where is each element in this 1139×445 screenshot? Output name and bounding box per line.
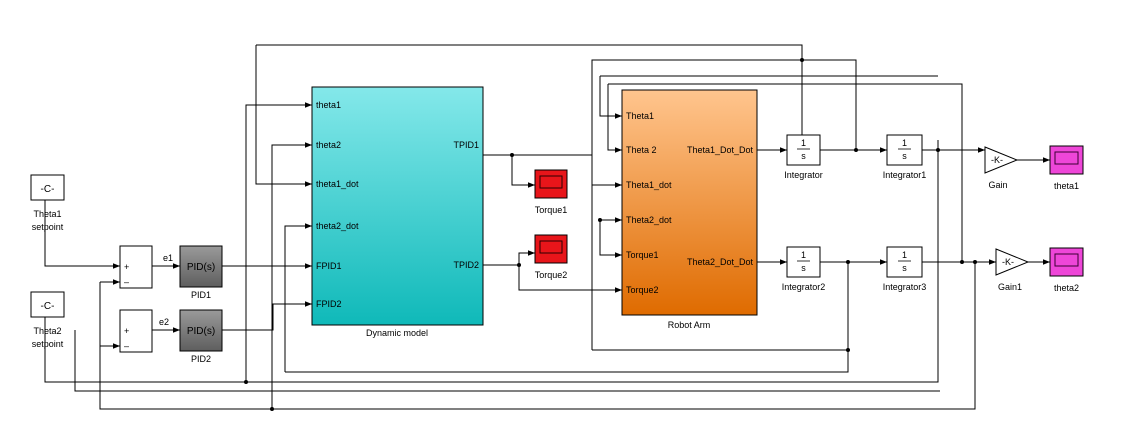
- block-label: Torque1: [535, 205, 568, 215]
- dynamic-model-input-port: theta1_dot: [316, 179, 359, 189]
- robot-arm-input-port: Torque1: [626, 250, 659, 260]
- block-label: Dynamic model: [366, 328, 428, 338]
- theta2-scope[interactable]: theta2: [1049, 247, 1084, 293]
- robot-arm-input-port: Theta1_dot: [626, 180, 672, 190]
- robot-arm-input-port: Torque2: [626, 285, 659, 295]
- dynamic-model-input-port: theta2: [316, 140, 341, 150]
- robot-arm-output-port: Theta2_Dot_Dot: [687, 257, 754, 267]
- integrator2-block[interactable]: 1 s Integrator2: [782, 246, 826, 292]
- block-label: theta1: [1054, 181, 1079, 191]
- integrator-num: 1: [902, 250, 907, 260]
- theta1-scope[interactable]: theta1: [1049, 145, 1084, 191]
- constant-value: -C-: [41, 184, 55, 195]
- block-label: Theta2: [33, 326, 61, 336]
- block-label: PID2: [191, 354, 211, 364]
- constant-value: -C-: [41, 301, 55, 312]
- sum-plus: +: [124, 326, 129, 336]
- block-label: Integrator3: [883, 282, 927, 292]
- robot-arm-input-port: Theta1: [626, 111, 654, 121]
- sum-minus: –: [124, 341, 129, 351]
- robot-arm-output-port: Theta1_Dot_Dot: [687, 145, 754, 155]
- block-label: Integrator1: [883, 170, 927, 180]
- dynamic-model-block[interactable]: theta1 theta2 theta1_dot theta2_dot FPID…: [311, 86, 484, 338]
- dynamic-model-input-port: FPID2: [316, 299, 342, 309]
- block-label: Gain1: [998, 282, 1022, 292]
- sum-block-1[interactable]: + –: [119, 245, 153, 289]
- signal-label-e1: e1: [163, 253, 173, 263]
- gain-symbol: -K-: [991, 155, 1003, 165]
- sum-block-2[interactable]: + –: [119, 309, 153, 353]
- gain1-block[interactable]: -K- Gain1: [995, 248, 1030, 292]
- junction-dots: [244, 58, 977, 411]
- sum-plus: +: [124, 262, 129, 272]
- block-label: PID1: [191, 290, 211, 300]
- dynamic-model-input-port: theta2_dot: [316, 221, 359, 231]
- integrator-den: s: [801, 151, 806, 161]
- dynamic-model-input-port: FPID1: [316, 261, 342, 271]
- integrator-den: s: [801, 263, 806, 273]
- torque2-scope[interactable]: Torque2: [534, 234, 568, 280]
- gain-symbol: -K-: [1002, 257, 1014, 267]
- torque1-scope[interactable]: Torque1: [534, 169, 568, 215]
- integrator-block[interactable]: 1 s Integrator: [784, 134, 823, 180]
- dynamic-model-output-port: TPID2: [453, 260, 479, 270]
- dynamic-model-output-port: TPID1: [453, 140, 479, 150]
- wires: [44, 44, 1050, 410]
- block-label: Integrator: [784, 170, 823, 180]
- block-label: Theta1: [33, 209, 61, 219]
- integrator-num: 1: [902, 138, 907, 148]
- block-label: theta2: [1054, 283, 1079, 293]
- robot-arm-input-port: Theta2_dot: [626, 215, 672, 225]
- block-label: setpoint: [32, 222, 64, 232]
- constant-theta1-setpoint[interactable]: -C- Theta1 setpoint: [30, 174, 65, 232]
- robot-arm-block[interactable]: Theta1 Theta 2 Theta1_dot Theta2_dot Tor…: [621, 89, 758, 330]
- block-label: Integrator2: [782, 282, 826, 292]
- dynamic-model-input-port: theta1: [316, 100, 341, 110]
- integrator-num: 1: [801, 138, 806, 148]
- integrator-den: s: [902, 151, 907, 161]
- integrator1-block[interactable]: 1 s Integrator1: [883, 134, 927, 180]
- block-label: Gain: [988, 180, 1007, 190]
- sum-minus: –: [124, 277, 129, 287]
- integrator3-block[interactable]: 1 s Integrator3: [883, 246, 927, 292]
- robot-arm-input-port: Theta 2: [626, 145, 657, 155]
- pid1-block[interactable]: PID(s) PID1: [179, 245, 223, 300]
- block-label: Torque2: [535, 270, 568, 280]
- pid2-block[interactable]: PID(s) PID2: [179, 309, 223, 364]
- constant-theta2-setpoint[interactable]: -C- Theta2 setpoint: [30, 291, 65, 349]
- block-label: Robot Arm: [668, 320, 711, 330]
- gain-block[interactable]: -K- Gain: [984, 146, 1019, 190]
- pid-text: PID(s): [187, 262, 215, 273]
- signal-label-e2: e2: [159, 317, 169, 327]
- pid-text: PID(s): [187, 326, 215, 337]
- block-label: setpoint: [32, 339, 64, 349]
- integrator-den: s: [902, 263, 907, 273]
- integrator-num: 1: [801, 250, 806, 260]
